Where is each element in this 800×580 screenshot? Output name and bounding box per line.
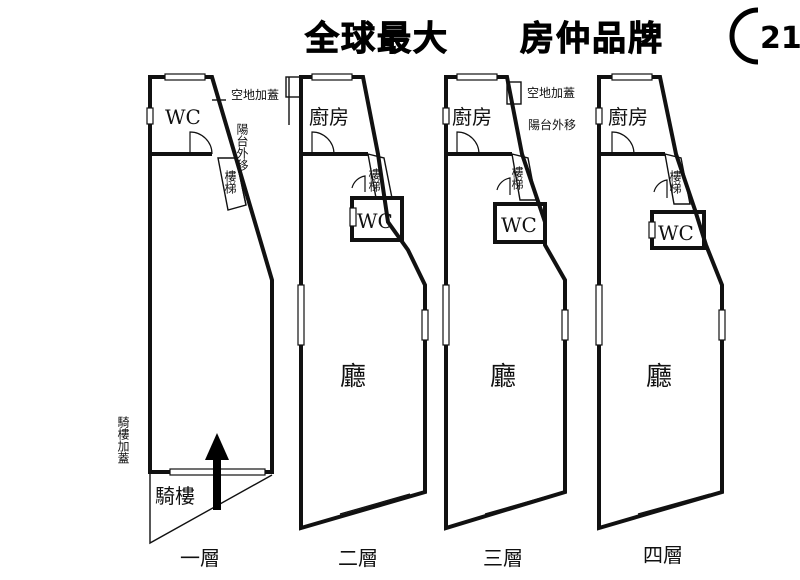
floor-2-plan: 廚房 樓梯 WC 廳 二層 [297, 73, 429, 570]
logo-number: 21 [760, 21, 800, 56]
floor-2-stairs-label: 樓梯 [367, 167, 381, 192]
floor-1-arcade-note: 騎樓加蓋 [116, 416, 130, 464]
title-left: 全球最大 [304, 19, 449, 59]
floor-4-name: 四層 [643, 543, 683, 567]
floor-1-wc-label: WC [165, 105, 201, 129]
floor-1-arcade-label: 騎樓 [155, 484, 195, 508]
entrance-arrow-icon [205, 433, 229, 510]
floor-3-kitchen-label: 廚房 [452, 105, 492, 129]
floor-2-kitchen-label: 廚房 [309, 105, 349, 129]
floor-1-open-space-note: 空地加蓋 [231, 88, 279, 102]
floor-1-name: 一層 [180, 546, 220, 570]
floor-3-name: 三層 [483, 546, 523, 570]
floor-4-hall-label: 廳 [646, 362, 672, 392]
floor-4-kitchen-label: 廚房 [608, 105, 648, 129]
floor-4-plan: 廚房 陽台外移 樓梯 WC 廳 四層 [528, 73, 726, 567]
floor-3-stairs-label: 樓梯 [510, 165, 524, 190]
floor-3-plan: 廚房 空地加蓋 樓梯 WC 廳 三層 [442, 73, 575, 570]
century21-logo: 21 [729, 7, 800, 65]
floor-4-stairs-label: 樓梯 [668, 169, 682, 194]
floor-1-plan: WC 空地加蓋 陽台外移 樓梯 騎樓加蓋 騎樓 一層 [116, 73, 279, 570]
title-right: 房仲品牌 [520, 19, 664, 59]
floor-3-hall-label: 廳 [490, 362, 516, 392]
floor-4-balcony-note: 陽台外移 [528, 117, 576, 132]
floor-4-wc-label: WC [658, 221, 694, 245]
floor-1-balcony-note: 陽台外移 [235, 123, 249, 172]
floor-1-stairs-label: 樓梯 [223, 169, 237, 194]
floor-2-wc-label: WC [357, 209, 393, 233]
floor-2-hall-label: 廳 [340, 362, 366, 392]
floor-2-name: 二層 [338, 546, 378, 570]
floor-3-wc-label: WC [501, 213, 537, 237]
floor-3-open-space-note: 空地加蓋 [527, 86, 575, 100]
